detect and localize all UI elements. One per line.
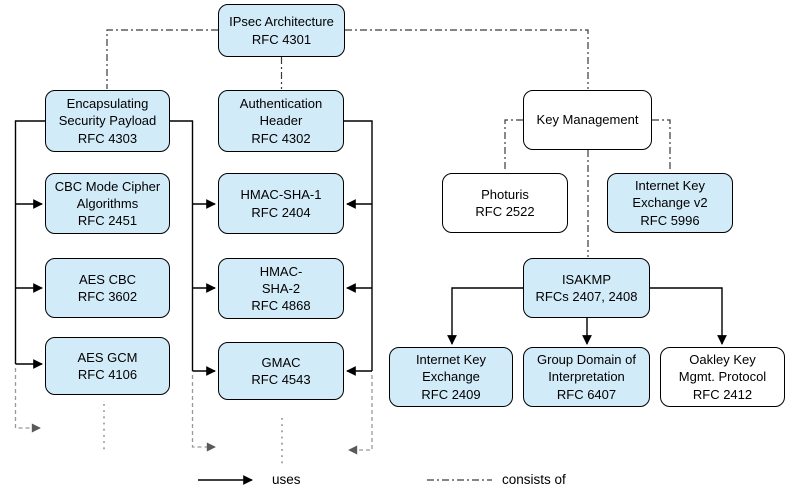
consists-of-connectors [106,29,671,257]
node-ipsec-architecture: IPsec Architecture RFC 4301 [218,4,345,57]
connector-ipsec-key-management [345,29,589,89]
arrow-isakmp-oakley [650,287,727,345]
node-key-management: Key Management [523,90,652,150]
connector-ipsec-esp [106,29,218,89]
rail-esp-left [14,120,45,364]
node-gmac: GMAC RFC 4543 [218,342,344,400]
dashed-arrow-left-rail [14,368,41,433]
node-cbc-mode-cipher-label: CBC Mode Cipher Algorithms RFC 2451 [54,178,161,229]
dashed-arrow-middle-rail [191,375,216,452]
node-esp: Encapsulating Security Payload RFC 4303 [45,90,170,152]
node-authentication-header-label: Authentication Header RFC 4302 [239,96,323,146]
node-oakley-label: Oakley Key Mgmt. Protocol RFC 2412 [678,352,767,402]
node-ikev2-label: Internet Key Exchange v2 RFC 5996 [632,178,708,228]
legend-uses-label: uses [272,472,301,487]
node-aes-cbc: AES CBC RFC 3602 [45,258,170,318]
arrow-isakmp-ike [447,287,523,345]
node-ike-label: Internet Key Exchange RFC 2409 [415,352,487,402]
node-key-management-label: Key Management [536,112,639,128]
connector-km-ikev2 [652,119,671,172]
dashed-arrow-right-rail [348,375,373,455]
node-ikev2: Internet Key Exchange v2 RFC 5996 [607,173,733,233]
node-aes-gcm-label: AES GCM RFC 4106 [77,349,138,382]
node-esp-label: Encapsulating Security Payload RFC 4303 [58,96,157,146]
node-hmac-sha2-label: HMAC- SHA-2 RFC 4868 [251,263,311,314]
node-authentication-header: Authentication Header RFC 4302 [218,90,344,152]
node-hmac-sha2: HMAC- SHA-2 RFC 4868 [218,258,344,319]
node-hmac-sha1: HMAC-SHA-1 RFC 2404 [218,173,344,234]
node-photuris-label: Photuris RFC 2522 [475,186,535,219]
node-isakmp-label: ISAKMP RFCs 2407, 2408 [535,271,638,304]
node-gdoi: Group Domain of Interpretation RFC 6407 [523,347,650,407]
continuation-dashed-arrows [14,368,373,455]
node-gmac-label: GMAC RFC 4543 [251,354,311,387]
legend-consists-of-label: consists of [502,472,566,487]
node-isakmp: ISAKMP RFCs 2407, 2408 [523,258,650,318]
node-oakley: Oakley Key Mgmt. Protocol RFC 2412 [660,347,785,407]
node-photuris: Photuris RFC 2522 [442,173,568,233]
ellipsis-dotted-lines [103,404,283,466]
node-ipsec-architecture-label: IPsec Architecture RFC 4301 [229,14,334,47]
node-aes-cbc-label: AES CBC RFC 3602 [77,271,138,304]
rail-ah-right [344,120,373,371]
node-ike: Internet Key Exchange RFC 2409 [389,347,513,407]
connector-km-photuris [504,119,523,172]
node-hmac-sha1-label: HMAC-SHA-1 RFC 2404 [240,187,322,220]
node-aes-gcm: AES GCM RFC 4106 [45,337,170,395]
rail-esp-right [170,120,194,371]
node-gdoi-label: Group Domain of Interpretation RFC 6407 [537,352,636,402]
node-cbc-mode-cipher: CBC Mode Cipher Algorithms RFC 2451 [45,173,170,234]
uses-connectors [14,120,727,376]
